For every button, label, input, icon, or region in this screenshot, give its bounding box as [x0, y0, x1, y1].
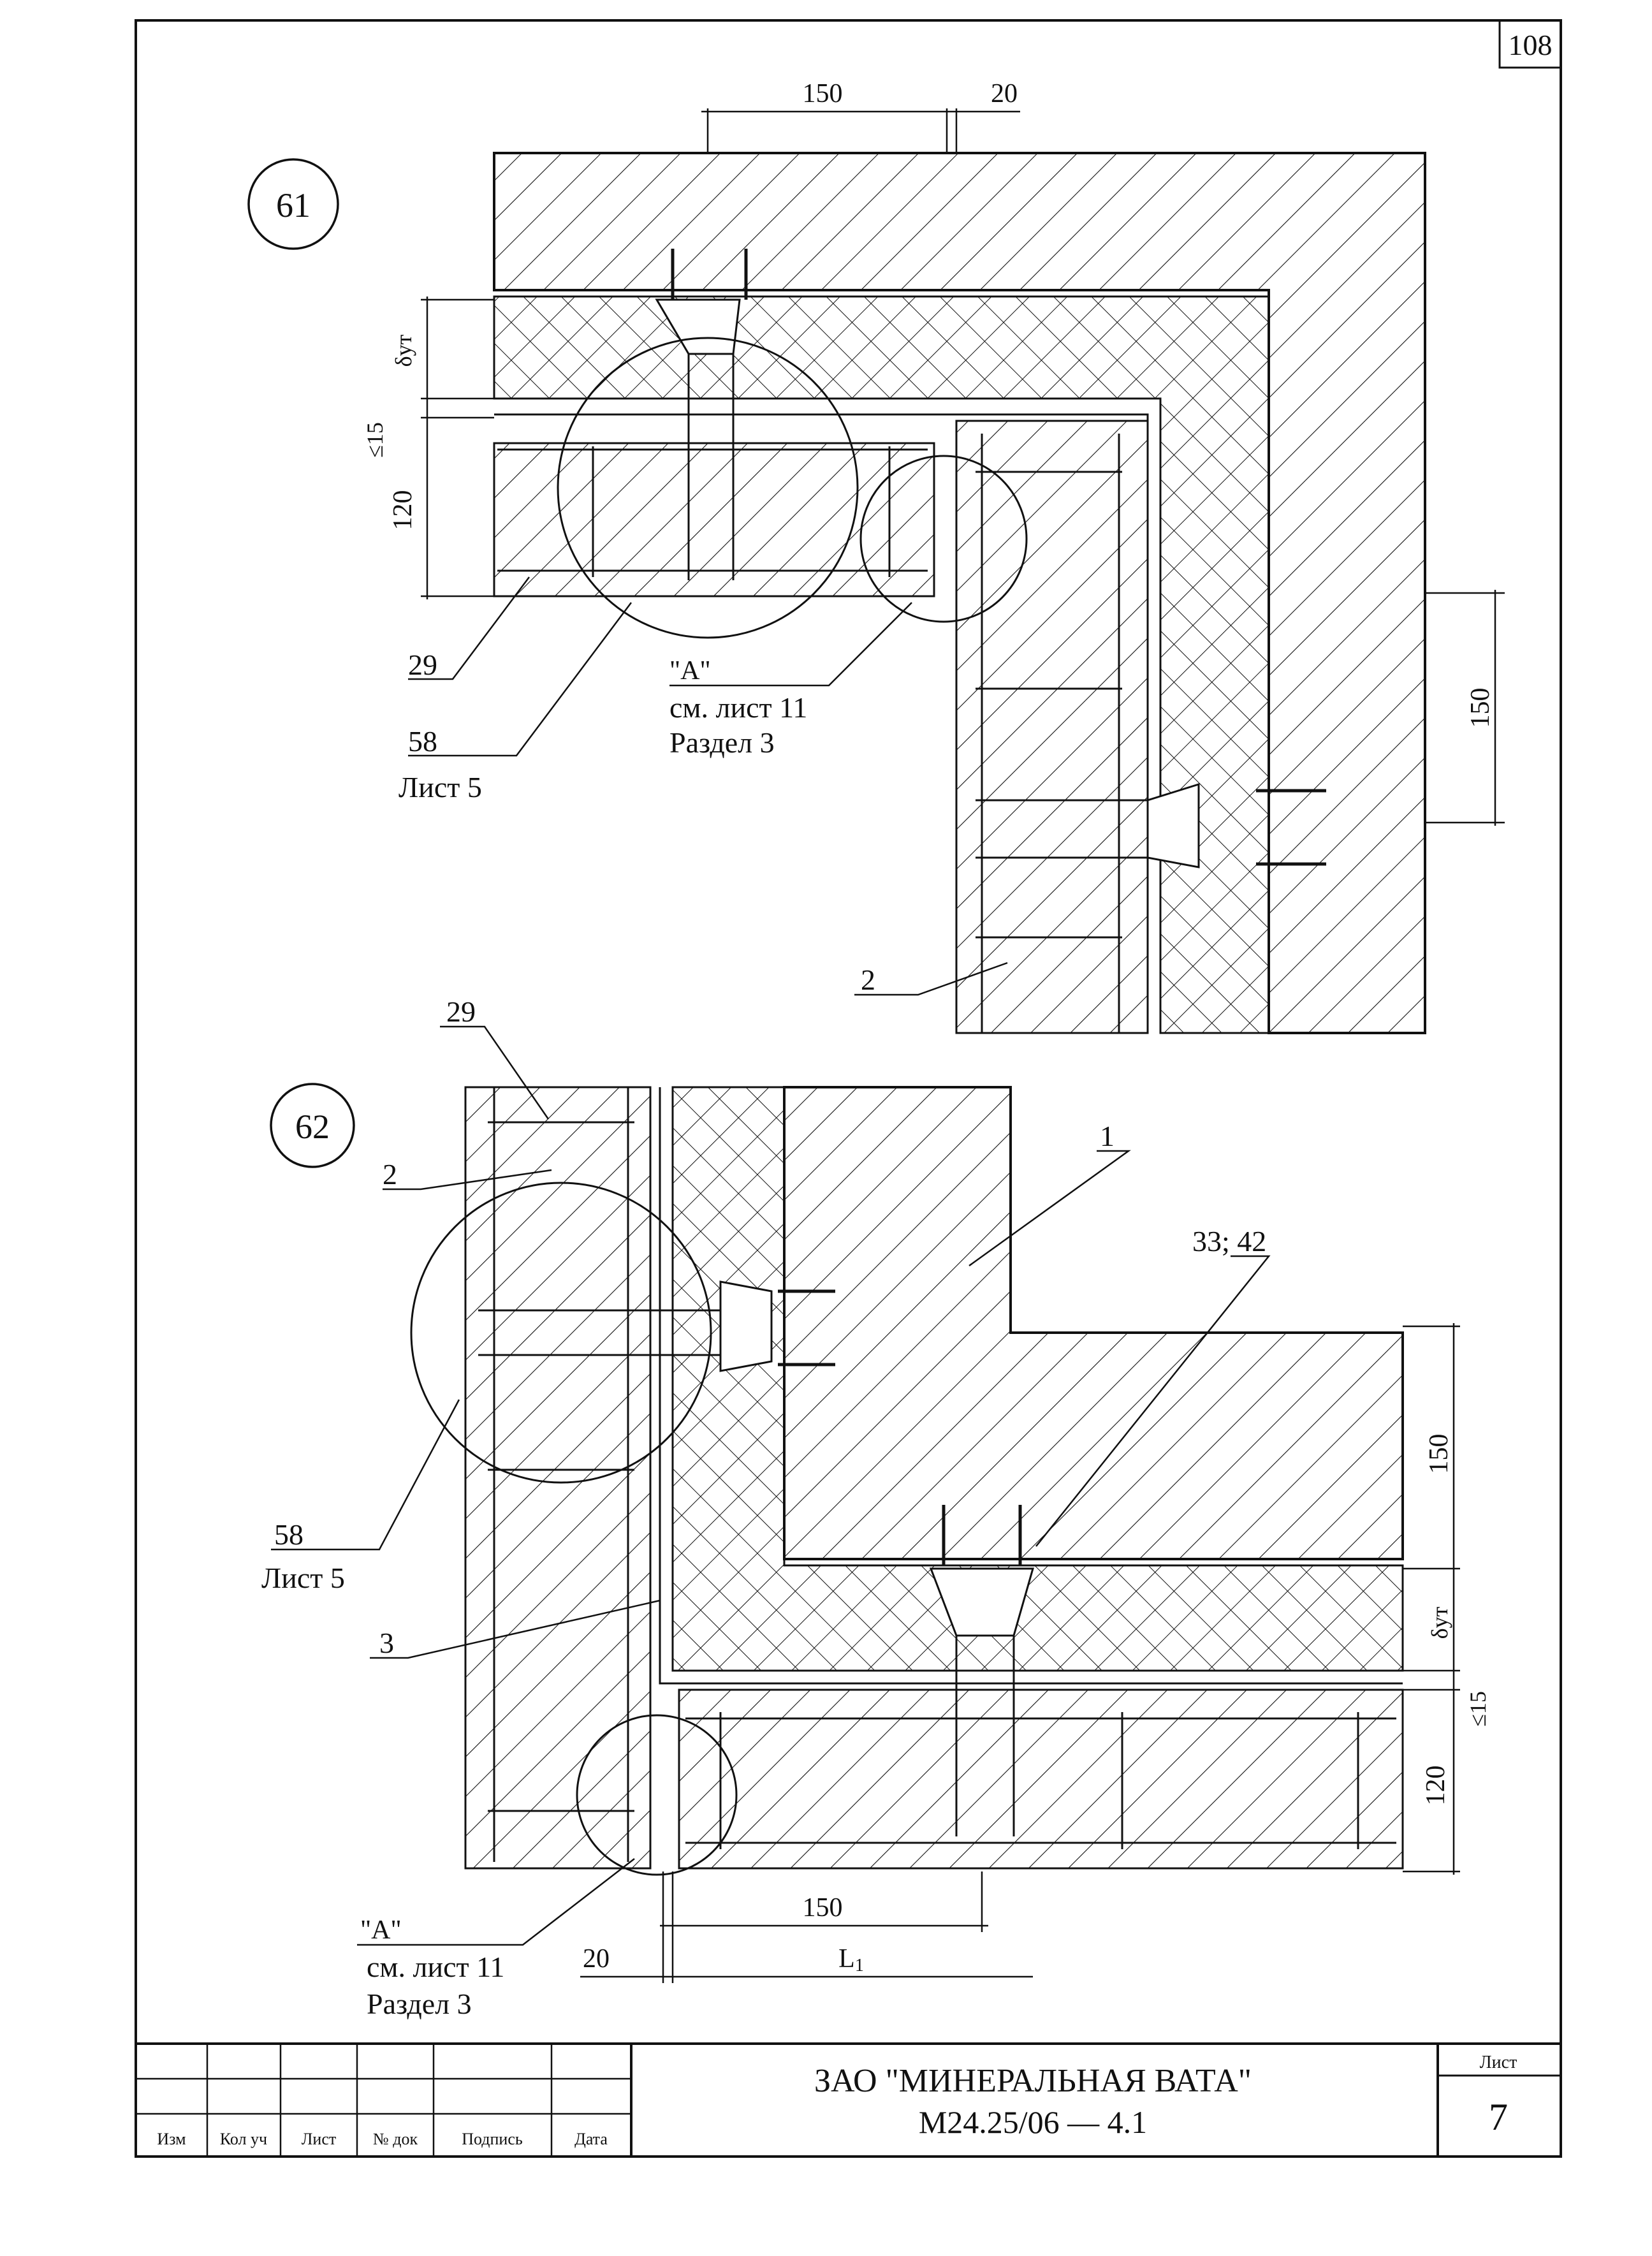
- sheet-number-corner: 108: [1509, 29, 1553, 61]
- insulation-61: [493, 295, 1270, 1034]
- dim-62-gap: ≤15: [1465, 1691, 1491, 1727]
- callout-61-a-line3: Раздел 3: [669, 726, 775, 759]
- leader-61-29: 29: [408, 648, 437, 681]
- tb-col-data: Дата: [574, 2130, 608, 2148]
- dim-62-panel: 120: [1421, 1766, 1451, 1806]
- callout-circle-big-61: [557, 337, 859, 639]
- tb-col-izm: Изм: [157, 2130, 186, 2148]
- tb-col-kol: Кол уч: [220, 2130, 267, 2148]
- dim-62-bottom-20: 20: [583, 1944, 610, 1974]
- title-block: Изм Кол уч Лист № док Подпись Дата ЗАО "…: [136, 2042, 1561, 2157]
- leader-61-2: 2: [861, 963, 875, 996]
- dim-61-insulation: δут: [391, 334, 416, 367]
- sheet-number-box: [1498, 19, 1562, 69]
- detail-62-marker: [270, 1083, 355, 1168]
- tb-company: ЗАО "МИНЕРАЛЬНАЯ ВАТА": [814, 2063, 1252, 2099]
- tb-sheet-label: Лист: [1480, 2053, 1517, 2072]
- leader-62-58: 58: [274, 1518, 303, 1551]
- callout-62-a-line1: "А": [360, 1915, 402, 1945]
- leader-62-1: 1: [1100, 1120, 1115, 1152]
- detail-61: 61: [247, 79, 1505, 1034]
- facing-panel-vertical-61: [955, 420, 1149, 1034]
- callout-circle-big-62: [410, 1182, 712, 1484]
- sheet-frame: [135, 19, 1562, 2158]
- tb-sheet-value: 7: [1489, 2096, 1508, 2138]
- dim-61-top-right: 20: [991, 79, 1018, 108]
- detail-62-marker-label: 62: [295, 1108, 330, 1146]
- leader-61-58-sub: Лист 5: [398, 771, 482, 803]
- callout-circle-small-62: [576, 1714, 738, 1876]
- dim-62-bottom-150: 150: [803, 1893, 843, 1923]
- leader-62-58-sub: Лист 5: [261, 1562, 345, 1594]
- detail-61-marker: [247, 158, 339, 250]
- dim-62-bottom-l1: L1: [838, 1944, 864, 1975]
- callout-61-a-line2: см. лист 11: [669, 691, 807, 724]
- callout-61-a-line1: "А": [669, 656, 711, 685]
- facing-panel-vertical-62: [464, 1086, 652, 1870]
- leader-62-33-42: 33; 42: [1192, 1225, 1266, 1257]
- tb-col-list: Лист: [302, 2130, 336, 2148]
- callout-circle-small-61: [859, 455, 1028, 623]
- dim-61-top-left: 150: [803, 79, 843, 108]
- leader-61-58: 58: [408, 725, 437, 758]
- concrete-wall-62: [783, 1086, 1404, 1560]
- leader-62-29: 29: [446, 995, 476, 1028]
- dim-62-right-150: 150: [1424, 1434, 1454, 1474]
- dim-61-right: 150: [1466, 688, 1495, 728]
- dim-61-gap: ≤15: [362, 422, 388, 458]
- detail-62: 62: [261, 995, 1491, 2020]
- leader-62-3: 3: [379, 1627, 394, 1659]
- facing-panel-horizontal-62: [678, 1688, 1404, 1870]
- air-gap-62: [659, 1087, 1403, 1685]
- dim-61-panel: 120: [388, 490, 418, 531]
- detail-61-marker-label: 61: [276, 186, 311, 224]
- tb-doc-code: М24.25/06 — 4.1: [919, 2104, 1147, 2140]
- dim-62-insulation: δут: [1427, 1606, 1452, 1639]
- leader-62-2: 2: [383, 1158, 397, 1190]
- tb-col-ndok: № док: [373, 2130, 418, 2148]
- callout-62-a-line3: Раздел 3: [367, 1988, 472, 2020]
- tb-col-podpis: Подпись: [462, 2130, 523, 2148]
- insulation-62: [671, 1086, 1404, 1672]
- callout-62-a-line2: см. лист 11: [367, 1951, 504, 1983]
